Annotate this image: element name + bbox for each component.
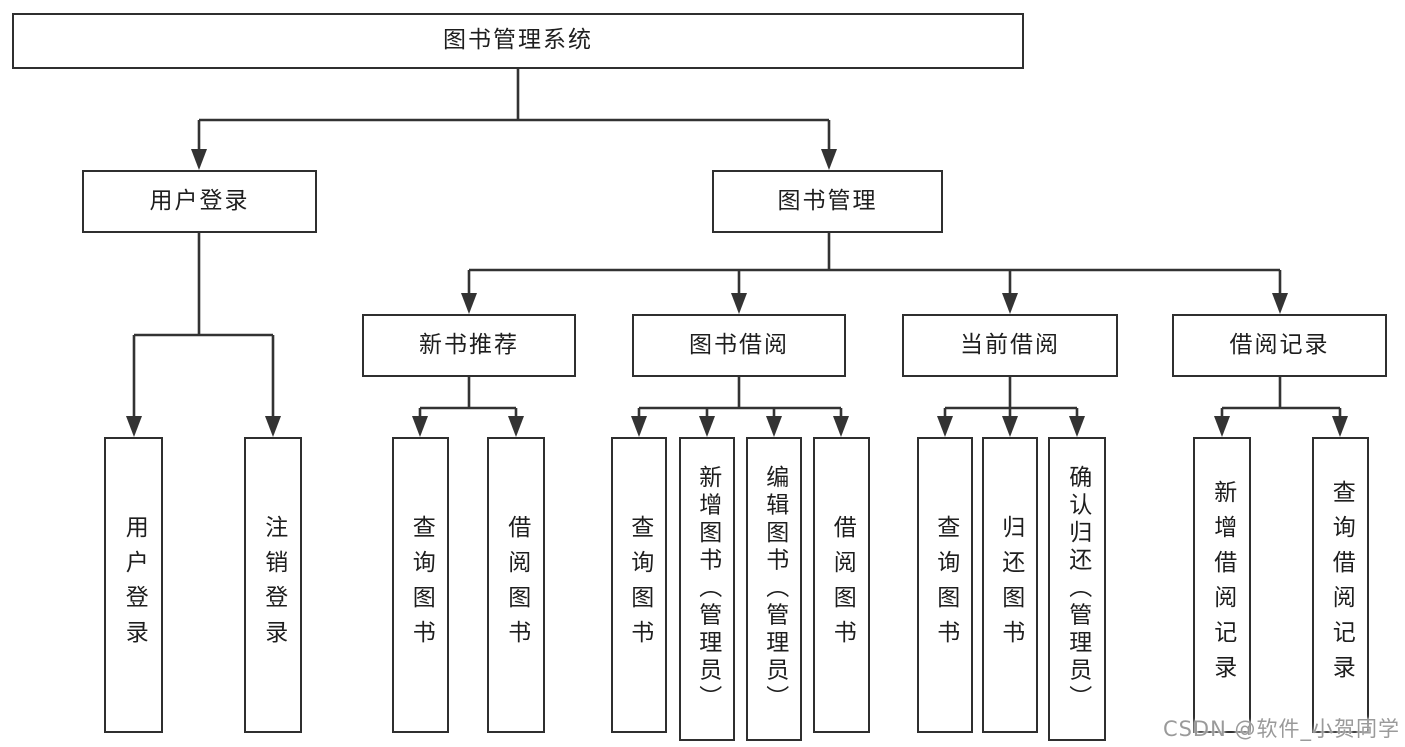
leaf-borrow-books-borrowing: 借阅图书 xyxy=(813,437,870,733)
arrowhead-icon xyxy=(508,416,524,437)
leaf-add-borrow-record: 新增借阅记录 xyxy=(1193,437,1251,733)
leaf-query-borrow-record: 查询借阅记录 xyxy=(1312,437,1369,733)
leaf-user-login: 用户登录 xyxy=(104,437,163,733)
node-book-borrowing: 图书借阅 xyxy=(632,314,846,377)
leaf-return-books: 归还图书 xyxy=(982,437,1038,733)
connector-new-book-rec-to-leaves xyxy=(418,377,518,431)
arrowhead-icon xyxy=(699,416,715,437)
arrowhead-icon xyxy=(412,416,428,437)
arrowhead-icon xyxy=(461,293,477,314)
connector-root-to-level2 xyxy=(197,69,831,164)
connector-book-management-to-level3 xyxy=(467,233,1282,308)
arrowhead-icon xyxy=(1332,416,1348,437)
leaf-logout: 注销登录 xyxy=(244,437,302,733)
arrowhead-icon xyxy=(1214,416,1230,437)
leaf-borrow-books-recommend: 借阅图书 xyxy=(487,437,545,733)
arrowhead-icon xyxy=(937,416,953,437)
arrowhead-icon xyxy=(1069,416,1085,437)
arrowhead-icon xyxy=(821,149,837,170)
arrowhead-icon xyxy=(1002,293,1018,314)
connector-user-login-to-leaves xyxy=(132,233,275,431)
arrowhead-icon xyxy=(126,416,142,437)
leaf-query-books-current: 查询图书 xyxy=(917,437,973,733)
connector-book-borrowing-to-leaves xyxy=(637,377,843,431)
node-borrowing-records: 借阅记录 xyxy=(1172,314,1387,377)
leaf-edit-books-admin: 编辑图书（管理员） xyxy=(746,437,802,741)
connector-borrowing-records-to-leaves xyxy=(1220,377,1342,431)
arrowhead-icon xyxy=(731,293,747,314)
node-book-management: 图书管理 xyxy=(712,170,943,233)
arrowhead-icon xyxy=(631,416,647,437)
arrowhead-icon xyxy=(766,416,782,437)
arrowhead-icon xyxy=(1272,293,1288,314)
node-current-borrowing: 当前借阅 xyxy=(902,314,1118,377)
leaf-confirm-return-admin: 确认归还（管理员） xyxy=(1048,437,1106,741)
node-new-book-recommendation: 新书推荐 xyxy=(362,314,576,377)
node-user-login: 用户登录 xyxy=(82,170,317,233)
arrowhead-icon xyxy=(191,149,207,170)
arrowhead-icon xyxy=(1002,416,1018,437)
arrowhead-icon xyxy=(265,416,281,437)
watermark: CSDN @软件_小贺同学 xyxy=(1162,717,1400,741)
leaf-query-books-recommend: 查询图书 xyxy=(392,437,449,733)
arrowhead-icon xyxy=(833,416,849,437)
leaf-add-books-admin: 新增图书（管理员） xyxy=(679,437,735,741)
node-library-management-system: 图书管理系统 xyxy=(12,13,1024,69)
leaf-query-books-borrowing: 查询图书 xyxy=(611,437,667,733)
